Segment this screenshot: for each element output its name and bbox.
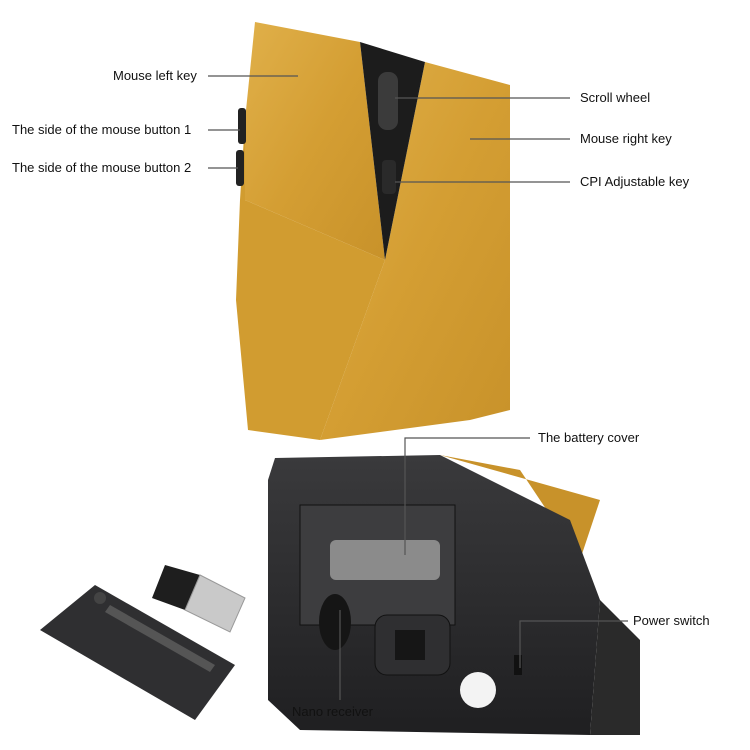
nano-receiver-slot: [319, 594, 351, 650]
mouse-center-channel: [360, 42, 425, 260]
side-button-2: [236, 150, 244, 186]
mouse-right-key: [320, 62, 510, 440]
side-button-1: [238, 108, 246, 144]
usb-nano-receiver: [152, 565, 246, 633]
mouse-side-left: [236, 120, 385, 440]
label-mouse-right-key: Mouse right key: [580, 131, 672, 146]
label-side-button-1: The side of the mouse button 1: [12, 122, 192, 137]
label-battery-cover: The battery cover: [538, 430, 640, 445]
battery-cover-plate: [40, 585, 235, 720]
label-mouse-left-key: Mouse left key: [113, 68, 197, 83]
label-side-button-2: The side of the mouse button 2: [12, 160, 192, 175]
cpi-key: [382, 160, 396, 194]
power-switch: [514, 655, 522, 675]
label-power-switch: Power switch: [633, 613, 710, 628]
leader-lines: [208, 75, 628, 700]
battery: [330, 540, 440, 580]
label-nano-receiver: Nano receiver: [292, 704, 373, 719]
label-scroll-wheel: Scroll wheel: [580, 90, 651, 105]
mouse-top-view: [236, 22, 510, 440]
mouse-left-key: [245, 22, 385, 260]
mouse-bottom-view: [268, 455, 640, 735]
label-cpi-key: CPI Adjustable key: [580, 174, 690, 189]
qc-pass-sticker: [460, 672, 496, 708]
scroll-wheel: [378, 72, 398, 130]
